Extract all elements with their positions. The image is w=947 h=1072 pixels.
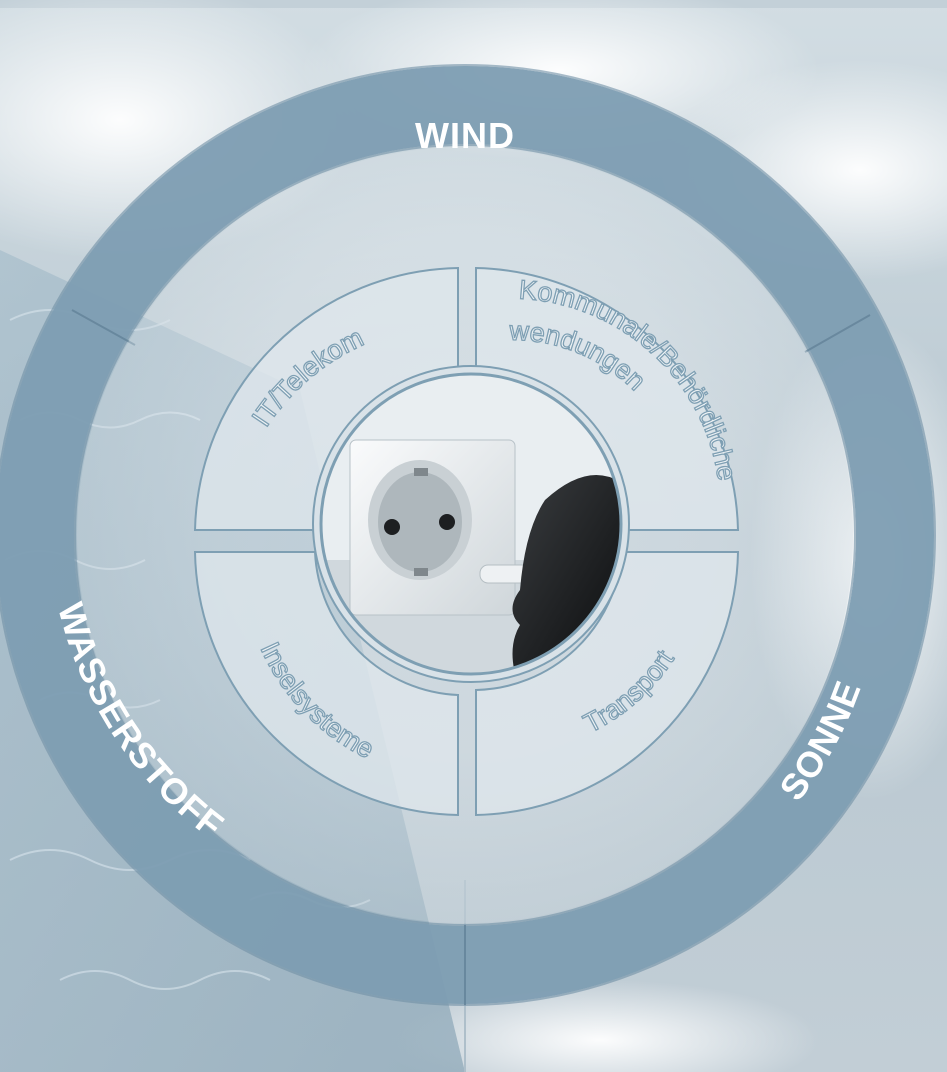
ring-label-wind: WIND <box>415 115 515 156</box>
socket-icon <box>350 440 515 615</box>
